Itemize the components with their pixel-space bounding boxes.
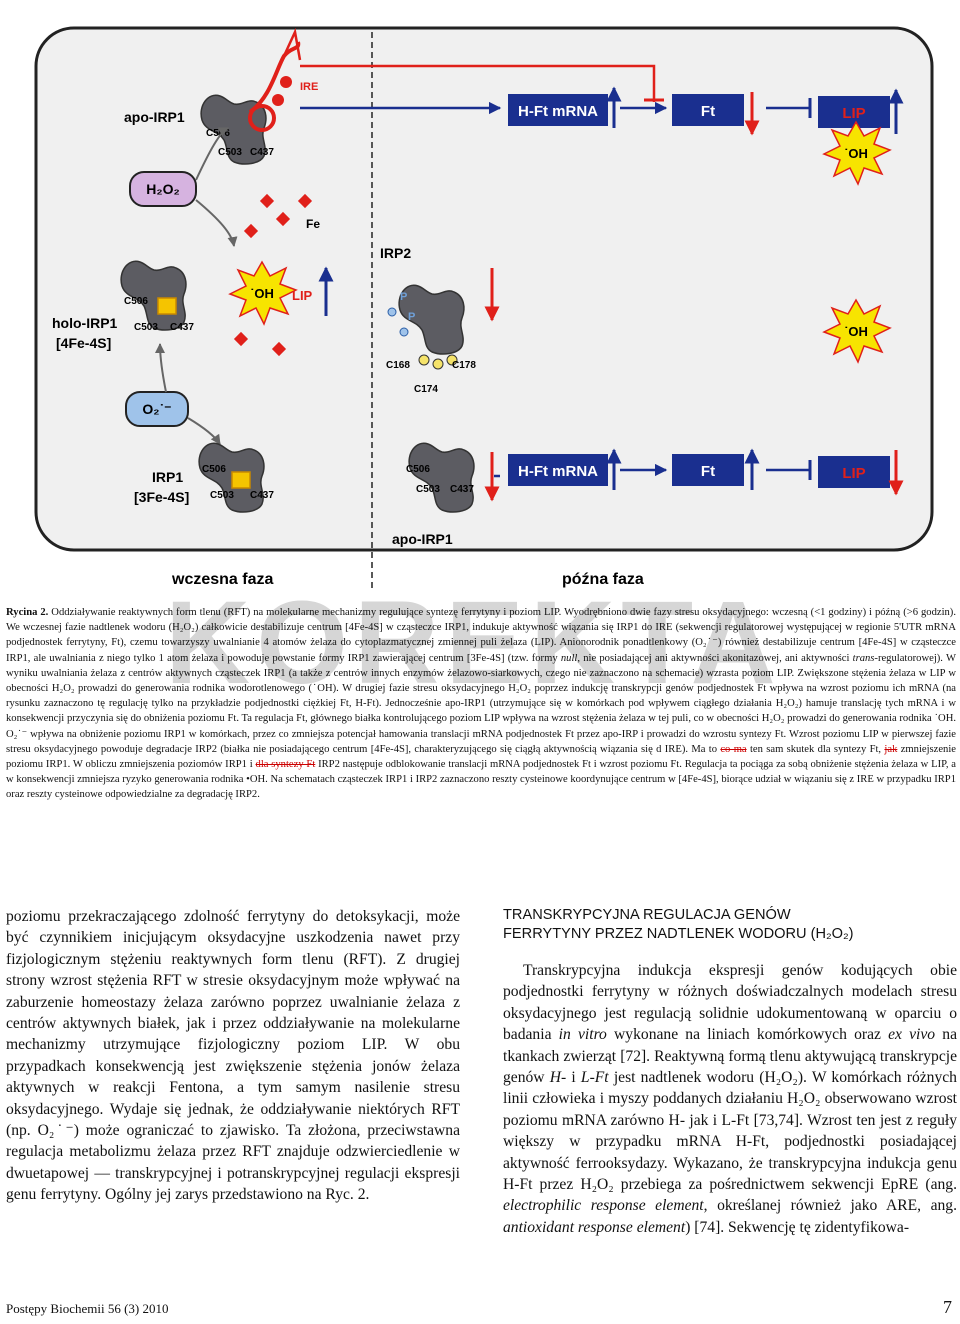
caption-trans: trans xyxy=(852,652,875,664)
holo-irp1-label-2: [4Fe-4S] xyxy=(56,335,111,351)
cys-c178 xyxy=(446,354,458,366)
caption-strike-2: jak xyxy=(884,743,898,755)
fe-atoms xyxy=(233,193,313,357)
phospho-site-1 xyxy=(387,307,397,317)
oh-label-late: ˙OH xyxy=(844,324,868,339)
lip-label-top: LIP xyxy=(842,105,865,122)
journal-footer: Postępy Biochemii 56 (3) 2010 xyxy=(6,1301,169,1316)
fe4s4-cluster xyxy=(157,297,177,315)
c174-label: C174 xyxy=(414,384,438,395)
holo-irp1-label-1: holo-IRP1 xyxy=(52,315,118,331)
phospho-site-2 xyxy=(399,327,409,337)
irp1-3fe-c503: C503 xyxy=(210,490,234,501)
h2o2-badge xyxy=(129,171,197,207)
h2o2-label: H₂O₂ xyxy=(146,181,179,197)
c437-label: C437 xyxy=(250,147,274,158)
right-paragraph: Transkrypcyjna indukcja ekspresji genów … xyxy=(503,962,957,1236)
heading-line-1: TRANSKRYPCYJNA REGULACJA GENÓW xyxy=(503,907,791,923)
apo-irp1-top-label: apo-IRP1 xyxy=(124,109,185,125)
ros-ferritin-regulation-diagram: apo-IRP1 C506 C503 C437 IRE H₂O₂ Fe holo… xyxy=(34,26,934,590)
oh-label-early: ˙OH xyxy=(250,286,274,301)
p-label-1: P xyxy=(400,291,407,303)
left-paragraph: poziomu przekraczającego zdolność ferryt… xyxy=(6,908,460,1204)
caption-text-4: ten sam skutek dla syntezy Ft, xyxy=(746,743,885,755)
lip-box-top xyxy=(818,96,890,128)
holo-c437-label: C437 xyxy=(170,322,194,333)
figure-caption: Rycina 2. Oddziaływanie reaktywnych form… xyxy=(6,605,956,803)
lip-label-bottom: LIP xyxy=(842,465,865,482)
section-heading: TRANSKRYPCYJNA REGULACJA GENÓW FERRYTYNY … xyxy=(503,906,957,944)
irp1-3fe-label-2: [3Fe-4S] xyxy=(134,489,189,505)
right-column: TRANSKRYPCYJNA REGULACJA GENÓW FERRYTYNY … xyxy=(503,906,957,1238)
hft-mrna-label-bottom: H-Ft mRNA xyxy=(518,463,598,480)
ft-box-top xyxy=(672,94,744,126)
oh-label-top: ˙OH xyxy=(844,146,868,161)
c178-label: C178 xyxy=(452,360,476,371)
irp1-3fe-c437: C437 xyxy=(250,490,274,501)
ire-inhibit-line xyxy=(300,64,656,102)
lip-label-early: LIP xyxy=(292,288,313,303)
bottom-c506: C506 xyxy=(406,464,430,475)
caption-text-1: Oddziaływanie reaktywnych form tlenu (RF… xyxy=(6,607,956,664)
watermark: KOREKTA xyxy=(165,577,782,709)
fe-label: Fe xyxy=(306,217,320,231)
caption-label: Rycina 2. xyxy=(6,607,49,618)
apo-irp1-bottom-label: apo-IRP1 xyxy=(392,531,453,547)
caption-strike-1: co ma xyxy=(720,743,747,755)
ft-label-top: Ft xyxy=(701,103,715,120)
c168-label: C168 xyxy=(386,360,410,371)
early-phase-label: wczesna faza xyxy=(171,571,273,588)
o2-badge xyxy=(125,391,189,427)
irp1-3fe-label-1: IRP1 xyxy=(152,469,183,485)
caption-text-3: -regulatorowej). W wyniku uwalniania żel… xyxy=(6,652,956,755)
o2-label: O₂˙⁻ xyxy=(142,401,171,417)
irp2-label: IRP2 xyxy=(380,245,411,261)
holo-c506-label: C506 xyxy=(124,296,148,307)
heading-line-2: FERRYTYNY PRZEZ NADTLENEK WODORU (H₂O₂) xyxy=(503,926,854,942)
caption-text-5: zmniejszenie poziomu IRP1. W obliczu zmn… xyxy=(6,743,957,771)
ft-box-bottom xyxy=(672,454,744,486)
cys-c168 xyxy=(418,354,430,366)
fe3s4-cluster xyxy=(231,471,251,489)
caption-text-2: , nie posiadającej ani aktywności akonit… xyxy=(577,652,853,664)
c503-label: C503 xyxy=(218,147,242,158)
page-number: 7 xyxy=(943,1297,952,1317)
left-column: poziomu przekraczającego zdolność ferryt… xyxy=(6,906,460,1206)
hft-mrna-box-top xyxy=(508,94,608,126)
holo-c503-label: C503 xyxy=(134,322,158,333)
cys-c174 xyxy=(432,358,444,370)
bottom-c437: C437 xyxy=(450,484,474,495)
hft-mrna-box-bottom xyxy=(508,454,608,486)
irp1-3fe-c506: C506 xyxy=(202,464,226,475)
hft-mrna-label-top: H-Ft mRNA xyxy=(518,103,598,120)
p-label-2: P xyxy=(408,311,415,323)
ft-label-bottom: Ft xyxy=(701,463,715,480)
caption-text-6: IRP2 następuje odblokowanie translacji m… xyxy=(6,759,957,801)
bottom-c503: C503 xyxy=(416,484,440,495)
ire-label: IRE xyxy=(300,81,318,93)
late-phase-label: późna faza xyxy=(562,571,644,588)
caption-null: null xyxy=(560,652,578,664)
lip-box-bottom xyxy=(818,456,890,488)
caption-strike-3: dla syntezy Ft xyxy=(255,759,316,771)
ire-stem-loop xyxy=(248,27,302,132)
